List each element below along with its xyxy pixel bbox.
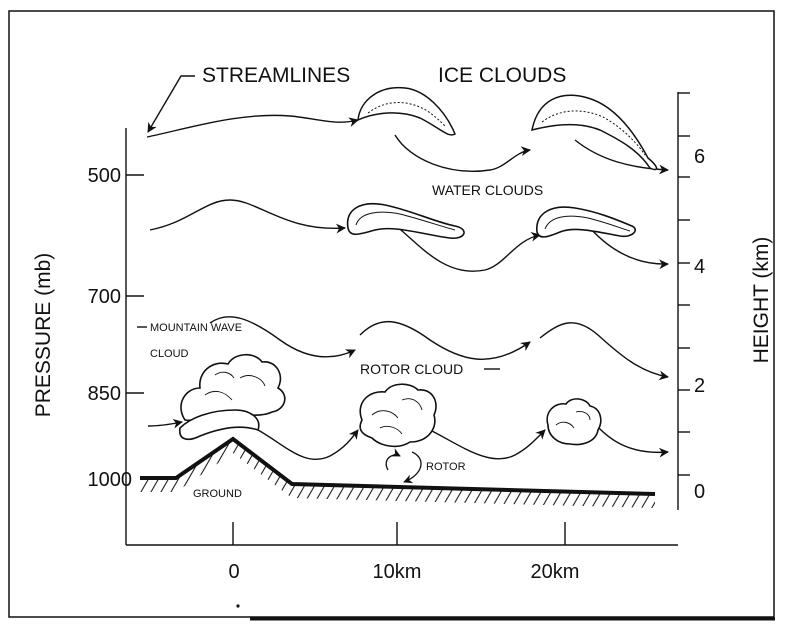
rotor-cloud-2 (546, 398, 602, 446)
left-tick-1000: 1000 (88, 469, 133, 491)
bottom-tick-20km: 20km (531, 561, 580, 583)
bottom-axis-ticks (232, 522, 566, 545)
streamlines-label: STREAMLINES (202, 64, 350, 87)
water-cloud-2 (536, 206, 636, 238)
rotor-cloud-label: ROTOR CLOUD (360, 361, 463, 377)
ice-cloud-1 (357, 86, 456, 136)
mountain-wave-label-2: CLOUD (150, 348, 189, 360)
streamlines (146, 114, 669, 461)
pressure-axis-title: PRESSURE (mb) (32, 253, 55, 418)
ground (140, 436, 656, 508)
mountain-wave-cloud (178, 353, 286, 441)
right-tick-4: 4 (694, 256, 705, 278)
left-tick-700: 700 (88, 286, 121, 308)
ice-clouds-label: ICE CLOUDS (438, 64, 566, 87)
right-tick-6: 6 (694, 146, 705, 168)
scan-dot (236, 604, 240, 608)
bottom-tick-0: 0 (228, 561, 239, 583)
rotor-cloud-1 (359, 383, 437, 448)
ice-cloud-2 (531, 94, 658, 171)
rotor-label: ROTOR (426, 461, 466, 473)
ground-label: GROUND (193, 488, 242, 500)
right-tick-2: 2 (694, 375, 705, 397)
mountain-wave-label-1: MOUNTAIN WAVE (150, 322, 242, 334)
right-tick-0: 0 (694, 481, 705, 503)
bottom-tick-10km: 10km (373, 561, 422, 583)
rotor-circulation (385, 448, 422, 484)
right-axis-ticks (678, 92, 690, 476)
figure-frame (8, 10, 775, 618)
height-axis-title: HEIGHT (km) (750, 237, 773, 364)
streamlines-pointer (147, 75, 195, 133)
left-tick-850: 850 (88, 383, 121, 405)
water-clouds-label: WATER CLOUDS (432, 182, 543, 198)
left-tick-500: 500 (88, 165, 121, 187)
water-cloud-1 (346, 203, 465, 239)
left-axis-ticks (126, 174, 144, 394)
